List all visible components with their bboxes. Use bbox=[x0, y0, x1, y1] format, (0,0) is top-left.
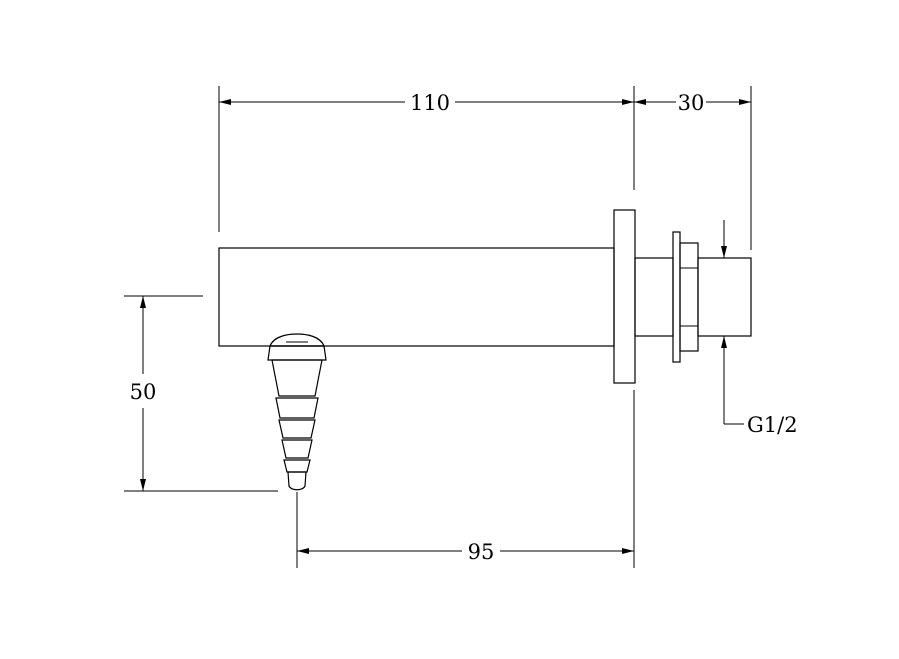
dimension-110-label: 110 bbox=[410, 91, 450, 115]
dimension-30-label: 30 bbox=[678, 91, 705, 115]
dimension-95: 95 bbox=[297, 540, 634, 564]
faucet-spout-body bbox=[218, 247, 615, 347]
extension-lines bbox=[124, 86, 752, 568]
dimension-50-label: 50 bbox=[130, 380, 157, 404]
wall-flange bbox=[613, 209, 636, 384]
hose-nozzle bbox=[267, 333, 327, 491]
dimension-50: 50 bbox=[130, 296, 157, 491]
threaded-shank bbox=[697, 257, 752, 337]
thread-callout: G1/2 bbox=[721, 220, 798, 437]
thread-size-label: G1/2 bbox=[747, 413, 798, 437]
lock-nut bbox=[672, 231, 699, 363]
dimension-95-label: 95 bbox=[468, 540, 495, 564]
dimension-30: 30 bbox=[634, 91, 751, 115]
connection-neck bbox=[634, 257, 674, 337]
dimension-110: 110 bbox=[219, 91, 634, 115]
